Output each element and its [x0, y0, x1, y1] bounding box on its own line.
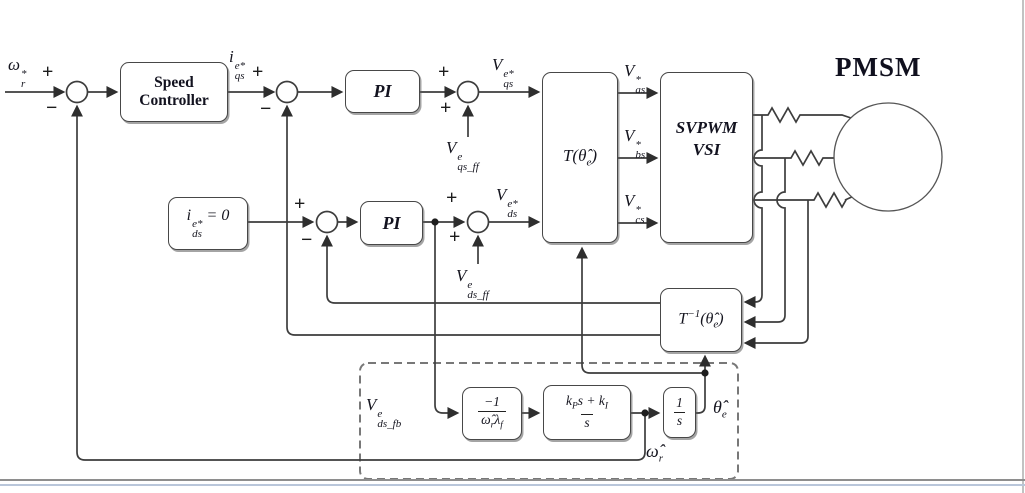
svpwm-label-line1: SVPWM	[675, 118, 738, 138]
pi-d-label: PI	[382, 212, 401, 233]
gain-numerator: −1	[484, 394, 500, 410]
integrator-denominator: s	[673, 412, 686, 430]
junction-dot-vds-fb	[431, 218, 439, 226]
figure-bottom-border-gray	[0, 479, 1025, 481]
block-park-transform: T(θ̂e)	[542, 72, 618, 243]
label-omega-reference: ω*r	[8, 55, 27, 90]
block-inverse-park-transform: T−1(θ̂e)	[660, 288, 742, 352]
wire-theta-up-to-inverse-park	[696, 354, 711, 414]
figure-right-border	[1022, 0, 1024, 493]
sign-sum5-plus-left: +	[446, 187, 458, 209]
inverse-park-label: T−1(θ̂e)	[678, 308, 724, 331]
pi-tf-numerator: kPs + kI	[565, 393, 609, 412]
sign-sum3-plus-left: +	[438, 61, 450, 83]
svpwm-label-line2: VSI	[692, 139, 721, 159]
summing-junction-vqs	[456, 80, 480, 104]
sign-sum4-minus: −	[301, 229, 313, 251]
label-theta-estimate: θ̂e	[713, 397, 727, 421]
wire-ids-feedback	[321, 234, 660, 304]
speed-controller-label-line1: Speed	[154, 74, 194, 92]
wire-tap-phase-c	[743, 200, 809, 349]
wire-omega-feedback	[71, 104, 646, 461]
block-svpwm-vsi: SVPWM VSI	[660, 72, 753, 243]
wire-tap-phase-b	[743, 158, 786, 328]
pi-tf-fraction: kPs + kI s	[564, 393, 610, 431]
summing-junction-vds	[466, 210, 490, 234]
junction-dot-theta	[701, 369, 709, 377]
summing-junction-speed	[65, 80, 89, 104]
summing-junction-ids	[315, 210, 339, 234]
figure-bottom-border-blue	[0, 484, 1025, 486]
sign-sum2-minus: −	[260, 98, 272, 120]
label-vcs-reference: V*cs	[624, 191, 645, 226]
block-pi-d: PI	[360, 201, 423, 245]
wire-phase-b	[753, 149, 834, 167]
sign-sum4-plus: +	[294, 193, 306, 215]
block-speed-controller: Speed Controller	[120, 62, 228, 122]
wire-vds-fb-down	[434, 222, 460, 419]
gain-denominator: ω̂rλf	[478, 411, 506, 433]
block-pi-q: PI	[345, 70, 420, 113]
label-vbs-reference: V*bs	[624, 126, 646, 161]
block-pi-transfer-function: kPs + kI s	[543, 385, 631, 440]
wire-phase-c	[753, 191, 855, 209]
pi-tf-denominator: s	[581, 413, 593, 432]
integrator-numerator: 1	[676, 395, 683, 411]
label-omega-estimate: ω̂r	[646, 441, 663, 465]
motor-circle	[833, 102, 943, 212]
wire-phase-a	[753, 106, 855, 124]
speed-controller-label-line2: Controller	[139, 92, 209, 109]
motor-title: PMSM	[835, 52, 922, 82]
pi-q-label: PI	[373, 81, 392, 101]
sign-sum3-plus-bottom: +	[440, 97, 452, 119]
sign-sum5-plus-bottom: +	[449, 226, 461, 248]
park-transform-label: T(θ̂e)	[562, 145, 598, 169]
summing-junction-iqs	[275, 80, 299, 104]
wire-tap-phase-a	[743, 115, 763, 308]
wire-iqs-feedback	[281, 104, 660, 336]
sign-sum1-plus: +	[42, 61, 54, 83]
sign-sum1-minus: −	[46, 97, 58, 119]
integrator-fraction: 1 s	[673, 395, 686, 430]
block-gain: −1 ω̂rλf	[462, 387, 522, 440]
wire-theta-to-park	[576, 246, 705, 374]
label-vas-reference: V*as	[624, 61, 646, 96]
block-integrator: 1 s	[663, 387, 696, 438]
junction-dot-omega	[641, 409, 649, 417]
sign-sum2-plus: +	[252, 61, 264, 83]
gain-fraction: −1 ω̂rλf	[478, 394, 506, 432]
